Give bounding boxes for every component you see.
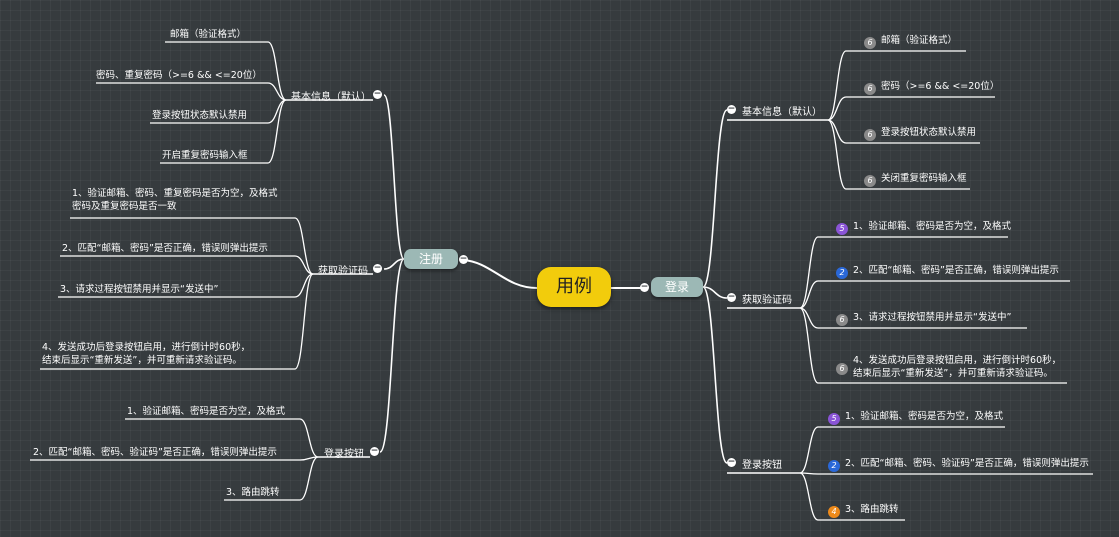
priority-badge: 6 <box>864 37 876 49</box>
leaf-text-line-1: 4、发送成功后登录按钮启用，进行倒计时60秒， <box>853 355 1062 366</box>
priority-badge: 6 <box>836 314 848 326</box>
leaf-text: 3、请求过程按钮禁用并显示“发送中” <box>853 312 1012 323</box>
collapse-toggle-left-loginbtn[interactable]: − <box>370 446 379 456</box>
register-to-loginbtn-line <box>379 258 405 453</box>
leaf-left-basic-1: 邮箱（验证格式） <box>170 29 247 40</box>
login-to-basic-line <box>702 109 728 288</box>
leaf-text: 2、匹配“邮箱、密码、验证码”是否正确，错误则弹出提示 <box>845 458 1089 469</box>
leaf-right-basic-4: 6 关闭重复密码输入框 <box>864 172 967 187</box>
priority-badge: 6 <box>864 129 876 141</box>
branch-left-basic-info[interactable]: 基本信息（默认） <box>291 92 371 103</box>
leaf-text: 关闭重复密码输入框 <box>881 173 967 184</box>
leaf-right-code-2: 2 2、匹配“邮箱、密码”是否正确，错误则弹出提示 <box>836 264 1059 279</box>
leaf-text: 邮箱（验证格式） <box>881 35 958 46</box>
leaf-text: 密码（>=6 && <=20位） <box>881 81 1000 92</box>
right-leaf-connector <box>799 472 819 521</box>
leaf-right-basic-1: 6 邮箱（验证格式） <box>864 34 957 49</box>
leaf-text-line-2: 结束后显示“重新发送”，并可重新请求验证码。 <box>853 368 1053 379</box>
leaf-right-basic-2: 6 密码（>=6 && <=20位） <box>864 80 999 95</box>
register-to-basic-line <box>383 94 405 260</box>
priority-badge: 2 <box>828 460 840 472</box>
leaf-left-loginbtn-3: 3、路由跳转 <box>226 487 280 498</box>
left-leaf-connector <box>267 82 287 101</box>
branch-right-basic-info[interactable]: 基本信息（默认） <box>742 107 822 118</box>
leaf-left-code-1: 1、验证邮箱、密码、重复密码是否为空，及格式 密码及重复密码是否一致 <box>72 187 278 213</box>
branch-right-get-code[interactable]: 获取验证码 <box>742 295 792 306</box>
right-leaf-connector <box>827 50 847 121</box>
collapse-toggle-right-code[interactable]: − <box>727 292 736 302</box>
left-leaf-connector <box>294 217 314 275</box>
priority-badge: 5 <box>836 223 848 235</box>
leaf-text: 2、匹配“邮箱、密码”是否正确，错误则弹出提示 <box>853 265 1059 276</box>
priority-badge: 4 <box>828 506 840 518</box>
priority-badge: 2 <box>836 267 848 279</box>
collapse-toggle-register[interactable]: − <box>459 254 468 264</box>
root-to-register-line <box>462 259 538 289</box>
leaf-left-code-4-line-2: 结束后显示“重新发送”，并可重新请求验证码。 <box>42 355 242 366</box>
main-node-register[interactable]: 注册 <box>404 249 458 269</box>
leaf-right-basic-3: 6 登录按钮状态默认禁用 <box>864 126 976 141</box>
leaf-left-basic-3: 登录按钮状态默认禁用 <box>152 110 248 121</box>
right-leaf-connector <box>827 119 847 190</box>
priority-badge: 6 <box>864 83 876 95</box>
collapse-toggle-left-basic[interactable]: − <box>373 89 382 99</box>
right-leaf-connector <box>799 280 819 309</box>
leaf-text: 登录按钮状态默认禁用 <box>881 127 977 138</box>
collapse-toggle-login[interactable]: − <box>640 282 649 292</box>
leaf-text: 1、验证邮箱、密码是否为空，及格式 <box>845 411 1004 422</box>
leaf-left-basic-2: 密码、重复密码（>=6 && <=20位） <box>96 70 262 81</box>
branch-left-get-code[interactable]: 获取验证码 <box>318 266 368 277</box>
leaf-right-code-3: 6 3、请求过程按钮禁用并显示“发送中” <box>836 311 1011 326</box>
leaf-left-basic-4: 开启重复密码输入框 <box>162 150 248 161</box>
leaf-right-loginbtn-3: 4 3、路由跳转 <box>828 503 899 518</box>
leaf-text: 1、验证邮箱、密码是否为空，及格式 <box>853 221 1012 232</box>
collapse-toggle-right-basic[interactable]: − <box>727 104 736 114</box>
login-to-loginbtn-line <box>702 286 728 464</box>
priority-badge: 6 <box>836 363 848 375</box>
collapse-toggle-left-code[interactable]: − <box>373 263 382 273</box>
leaf-text-multiline: 4、发送成功后登录按钮启用，进行倒计时60秒， 结束后显示“重新发送”，并可重新请… <box>853 354 1061 380</box>
left-leaf-connector <box>294 255 314 275</box>
leaf-right-code-1: 5 1、验证邮箱、密码是否为空，及格式 <box>836 220 1011 235</box>
leaf-left-code-1-line-2: 密码及重复密码是否一致 <box>72 201 177 212</box>
left-leaf-connector <box>299 456 319 501</box>
leaf-right-code-4: 6 4、发送成功后登录按钮启用，进行倒计时60秒， 结束后显示“重新发送”，并可重新… <box>836 354 1061 380</box>
leaf-right-loginbtn-2: 2 2、匹配“邮箱、密码、验证码”是否正确，错误则弹出提示 <box>828 457 1089 472</box>
left-leaf-connector <box>294 273 314 370</box>
leaf-left-code-3: 3、请求过程按钮禁用并显示“发送中” <box>60 284 219 295</box>
leaf-left-code-4-line-1: 4、发送成功后登录按钮启用，进行倒计时60秒， <box>42 342 251 353</box>
priority-badge: 5 <box>828 413 840 425</box>
login-to-code-line <box>702 286 728 299</box>
left-leaf-connector <box>299 418 319 458</box>
leaf-text: 3、路由跳转 <box>845 504 899 515</box>
leaf-left-loginbtn-2: 2、匹配“邮箱、密码、验证码”是否正确，错误则弹出提示 <box>33 447 277 458</box>
left-leaf-connector <box>294 273 314 298</box>
left-leaf-connector <box>267 99 287 164</box>
branch-left-login-button[interactable]: 登录按钮 <box>324 449 364 460</box>
leaf-left-code-2: 2、匹配“邮箱、密码”是否正确，错误则弹出提示 <box>62 243 268 254</box>
right-leaf-connector <box>799 472 819 475</box>
collapse-toggle-right-loginbtn[interactable]: − <box>727 457 736 467</box>
leaf-left-loginbtn-1: 1、验证邮箱、密码是否为空，及格式 <box>127 406 286 417</box>
register-to-code-line <box>383 258 405 270</box>
leaf-right-loginbtn-1: 5 1、验证邮箱、密码是否为空，及格式 <box>828 410 1003 425</box>
branch-right-login-button[interactable]: 登录按钮 <box>742 460 782 471</box>
right-leaf-connector <box>827 96 847 121</box>
right-leaf-connector <box>799 236 819 309</box>
priority-badge: 6 <box>864 175 876 187</box>
right-leaf-connector <box>799 426 819 474</box>
leaf-left-code-1-line-1: 1、验证邮箱、密码、重复密码是否为空，及格式 <box>72 188 278 199</box>
left-leaf-connector <box>267 41 287 101</box>
leaf-left-code-4: 4、发送成功后登录按钮启用，进行倒计时60秒， 结束后显示“重新发送”，并可重新… <box>42 341 250 367</box>
right-leaf-connector <box>799 307 819 384</box>
root-node[interactable]: 用例 <box>537 267 611 307</box>
main-node-login[interactable]: 登录 <box>651 277 703 297</box>
